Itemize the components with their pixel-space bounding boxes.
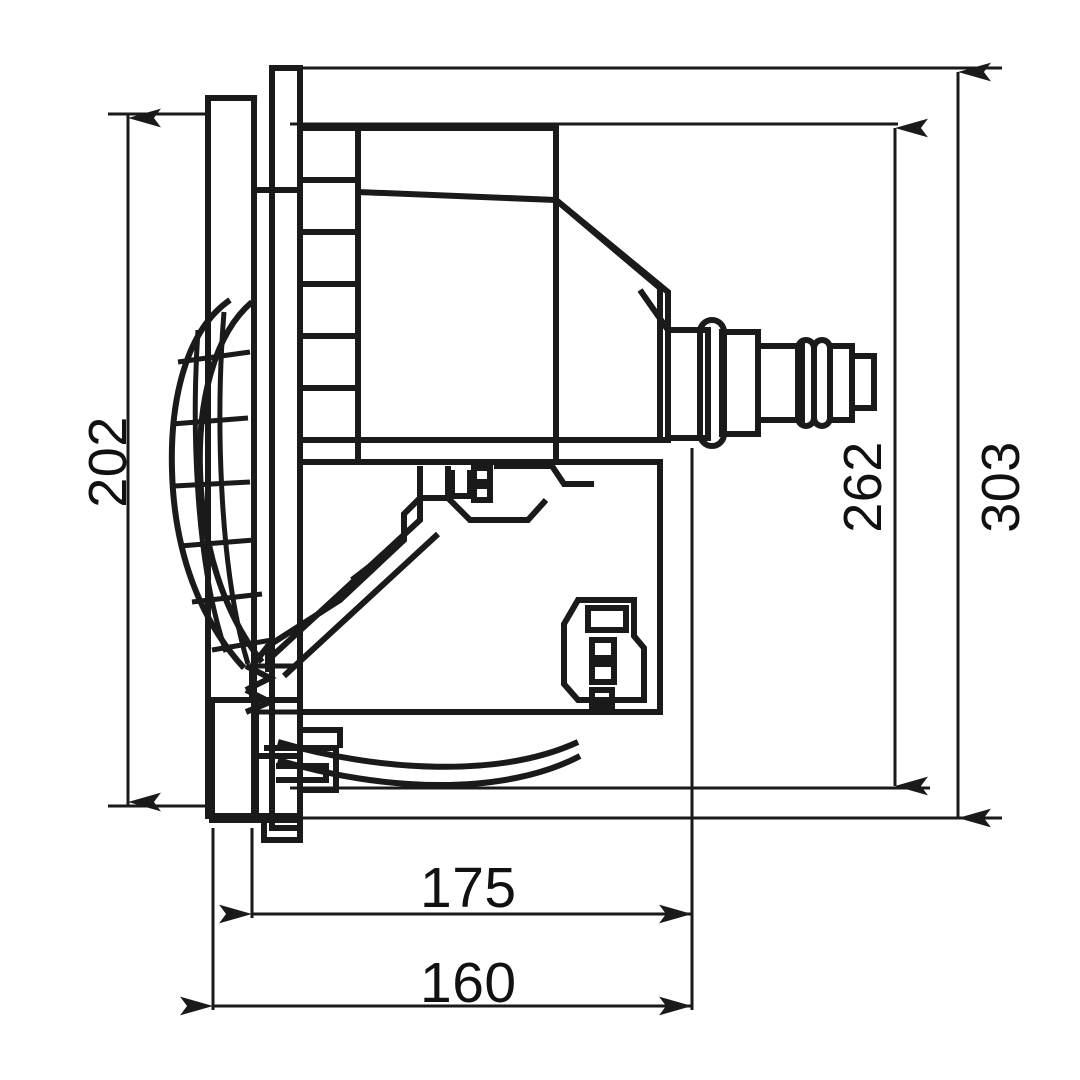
dimension-label-160: 160: [420, 951, 517, 1015]
cable-gland-connector: [665, 317, 877, 449]
lens-fresnel-grid: [168, 297, 273, 671]
dimension-label-303: 303: [970, 441, 1031, 533]
dimension-lines: [108, 62, 1002, 1016]
lamp-housing-body: [355, 125, 671, 462]
rib-stack: [297, 125, 361, 465]
dimension-label-175: 175: [420, 856, 517, 920]
mounting-clip: [561, 597, 647, 709]
dimension-label-262: 262: [832, 441, 893, 533]
inner-flange-wall: [251, 187, 303, 819]
reflector-lower-edge: [277, 739, 582, 788]
part-geometry: [168, 65, 877, 843]
flange-split-line: [254, 663, 300, 715]
dimension-label-left: 202: [77, 416, 138, 508]
bottom-snap-bracket: [209, 663, 343, 843]
diagonal-support-arm: [265, 498, 441, 679]
housing-lower-block: [297, 459, 663, 715]
